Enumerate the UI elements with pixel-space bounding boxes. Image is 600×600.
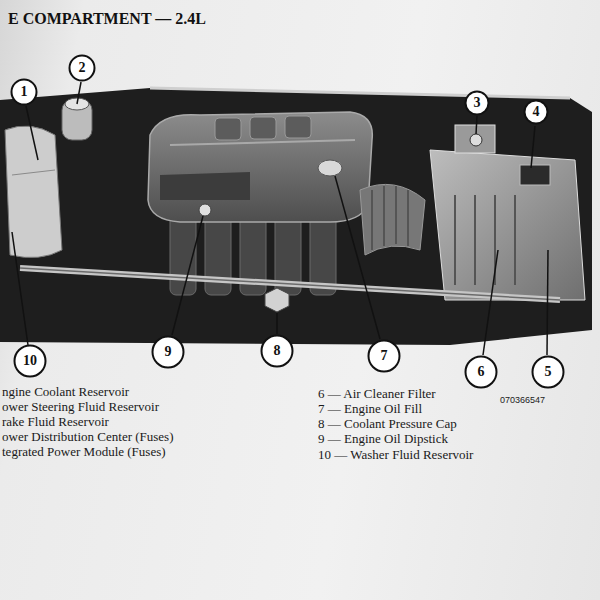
callout-number: 8 xyxy=(260,334,294,368)
callout-outline xyxy=(525,101,548,124)
callout-number: 9 xyxy=(151,335,185,369)
callout-number: 2 xyxy=(68,54,96,82)
callout-outline xyxy=(533,357,564,388)
callout-outline xyxy=(153,337,184,368)
callout-text: 1 xyxy=(21,85,28,99)
callout-text: 3 xyxy=(474,96,481,110)
callout-number: 10 xyxy=(13,344,47,378)
callout-outline xyxy=(466,357,497,388)
callout-number: 6 xyxy=(464,355,498,389)
callout-outline xyxy=(262,336,293,367)
callout-outline xyxy=(369,341,400,372)
page-title: E COMPARTMENT — 2.4L xyxy=(8,10,206,28)
figure-code: 070366547 xyxy=(500,393,545,408)
part-legend-line: ower Steering Fluid Reservoir xyxy=(2,399,159,414)
callout-outline xyxy=(466,92,489,115)
callout-text: 4 xyxy=(533,105,540,119)
part-legend-line: 7 — Engine Oil Fill xyxy=(318,401,422,416)
callout-outline xyxy=(15,346,46,377)
part-legend-line: 10 — Washer Fluid Reservoir xyxy=(318,447,473,462)
part-legend-line: tegrated Power Module (Fuses) xyxy=(2,444,166,459)
callout-outline xyxy=(12,80,37,105)
callout-text: 6 xyxy=(478,365,485,379)
callout-text: 7 xyxy=(381,349,388,363)
callout-number: 5 xyxy=(531,355,565,389)
callout-text: 8 xyxy=(274,344,281,358)
callout-number: 1 xyxy=(10,78,38,106)
callout-text: 9 xyxy=(165,345,172,359)
part-legend-line: rake Fluid Reservoir xyxy=(2,414,109,429)
part-legend-line: ngine Coolant Reservoir xyxy=(2,384,129,399)
callout-text: 5 xyxy=(545,365,552,379)
part-legend-line: ower Distribution Center (Fuses) xyxy=(2,429,174,444)
callout-text: 10 xyxy=(23,354,37,368)
callout-text: 2 xyxy=(79,61,86,75)
part-legend-line: 6 — Air Cleaner Filter xyxy=(318,386,436,401)
callout-number: 3 xyxy=(464,90,490,116)
part-legend-line: 9 — Engine Oil Dipstick xyxy=(318,431,448,446)
callout-number: 7 xyxy=(367,339,401,373)
part-legend-line: 8 — Coolant Pressure Cap xyxy=(318,416,457,431)
callout-number: 4 xyxy=(523,99,549,125)
callout-outline xyxy=(70,56,95,81)
